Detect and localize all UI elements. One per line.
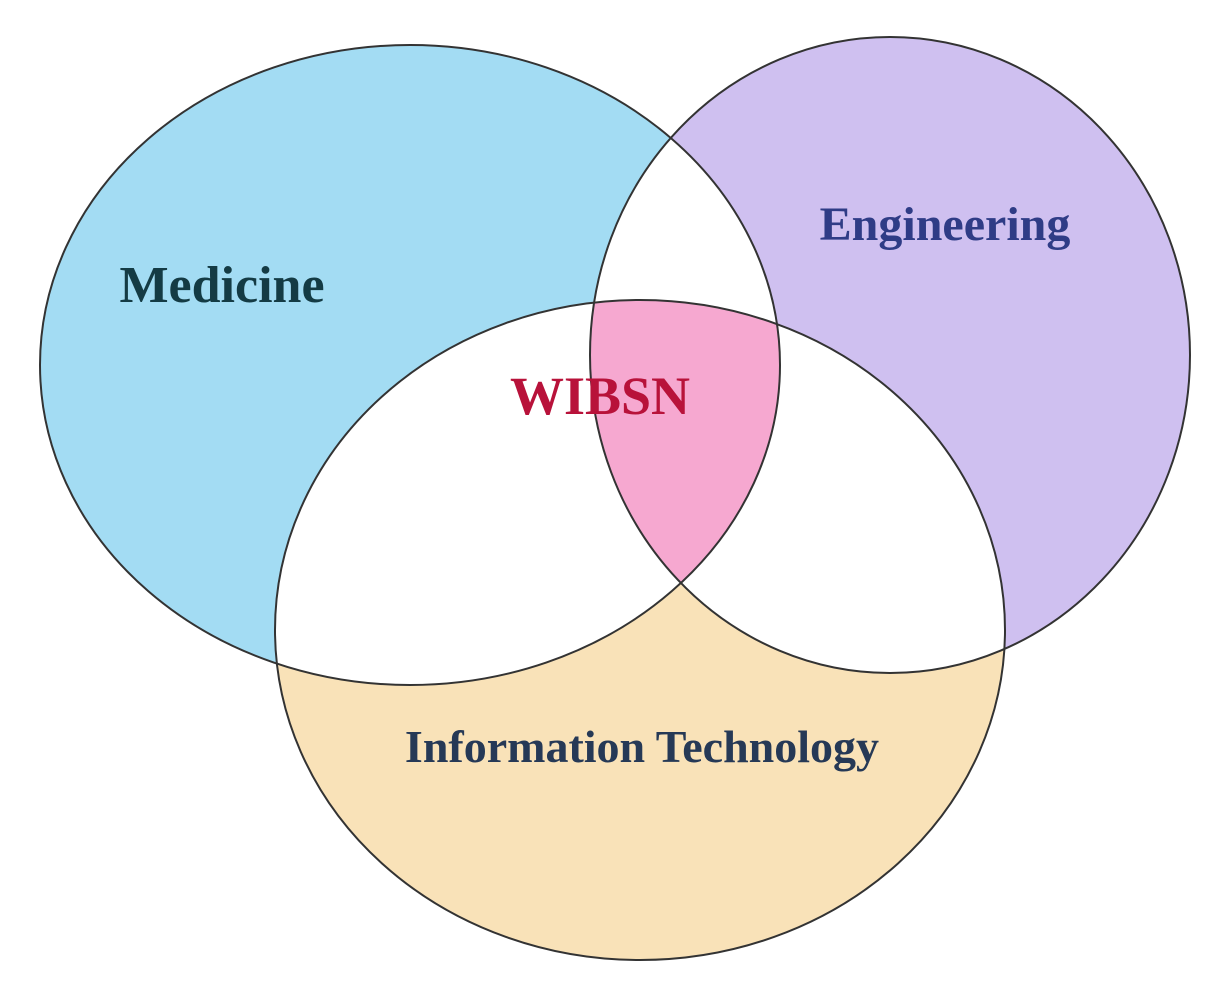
medicine-outline xyxy=(39,44,781,686)
engineering-label: Engineering xyxy=(820,198,1071,251)
engineering-outline xyxy=(589,36,1191,674)
medicine-label: Medicine xyxy=(119,257,324,314)
information-technology-label: Information Technology xyxy=(405,721,879,772)
information-technology-outline xyxy=(274,299,1006,961)
center-label: WIBSN xyxy=(510,366,690,426)
